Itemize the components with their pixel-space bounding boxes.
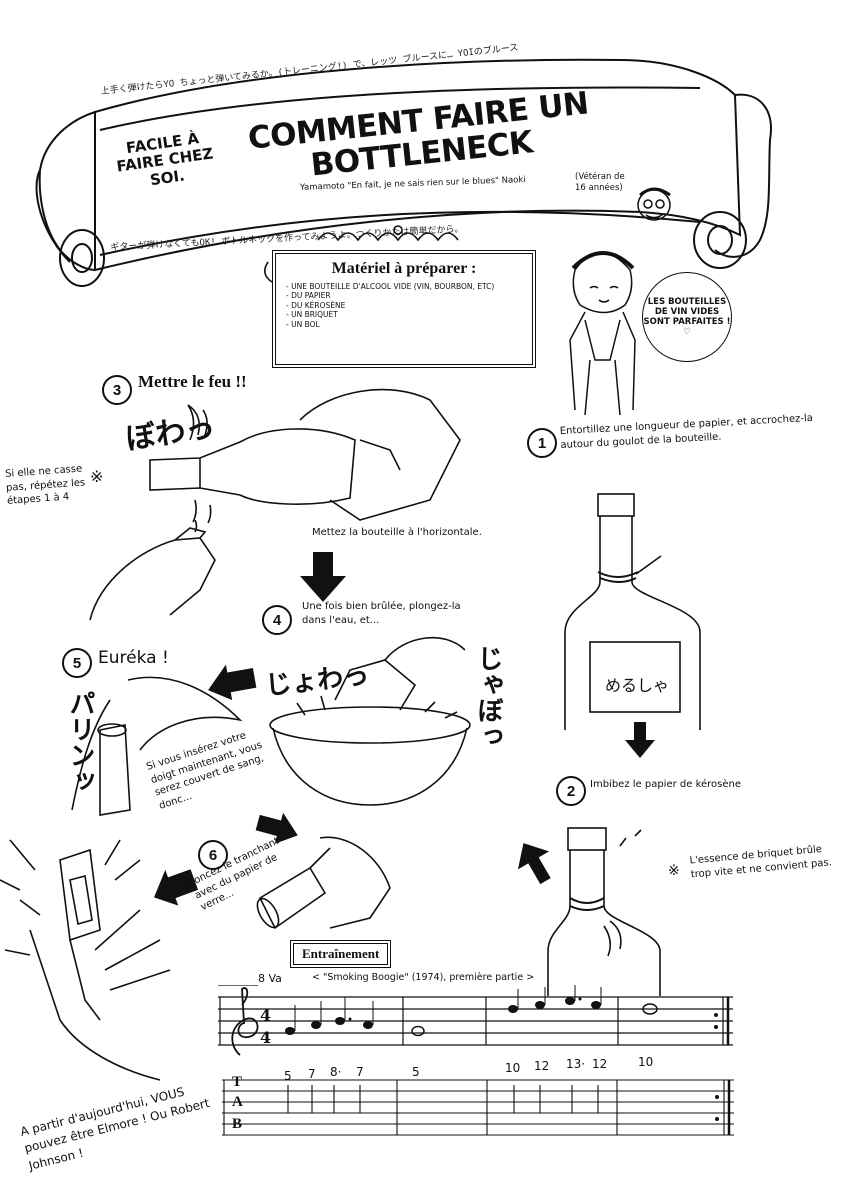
training-title: Entraînement: [290, 940, 392, 968]
materials-box: Matériel à préparer : - Une bouteille d'…: [272, 250, 536, 368]
step-6-badge: 6: [198, 840, 228, 870]
sfx-jabo: じゃぼっ: [473, 645, 503, 749]
step-2-text: Imbibez le papier de kérosène: [590, 779, 742, 790]
repeat-note: Si elle ne casse pas, répétez les étapes…: [4, 463, 86, 507]
tab-letter-t: T: [232, 1074, 243, 1090]
arrow-left-icon: [208, 664, 257, 700]
svg-text:4: 4: [260, 1028, 271, 1047]
tab-number: 10: [638, 1055, 654, 1069]
broken-bottle-illustration: [71, 676, 243, 816]
step-5-title: Euréka !: [98, 648, 169, 668]
tab-number: 13·: [566, 1057, 586, 1071]
step-1-badge: 1: [527, 428, 557, 458]
tab-letter-a: A: [232, 1094, 243, 1110]
materials-list: - Une bouteille d'alcool vide (vin, bour…: [286, 282, 522, 329]
tab-number: 5: [284, 1069, 292, 1083]
step-3-title: Mettre le feu !!: [138, 372, 247, 391]
svg-text:4: 4: [260, 1006, 271, 1025]
list-item: - Un bol: [286, 319, 320, 329]
step-4-badge: 4: [262, 605, 292, 635]
tab-number: 12: [592, 1057, 608, 1071]
tab-number: 10: [505, 1061, 521, 1075]
octave-marker: 8 Va: [258, 972, 282, 985]
wine-bottle-illustration: [547, 827, 661, 996]
tab-number: 5: [412, 1065, 420, 1079]
arrow-up-icon: [517, 843, 551, 885]
bottle-label-text: めるしゃ: [605, 676, 670, 695]
step-3-badge: 3: [102, 375, 132, 405]
bowl-illustration: [269, 636, 471, 806]
sanding-illustration: [256, 836, 391, 930]
tab-number: 7: [356, 1065, 364, 1079]
lighter-note: L'essence de briquet brûle trop vite et …: [689, 844, 833, 880]
tab-number: 7: [308, 1067, 316, 1081]
lighter-hand-illustration: [89, 520, 216, 621]
tab-number: 8·: [330, 1065, 342, 1079]
tab-letter-b: B: [232, 1116, 243, 1132]
list-item: - Du papier: [286, 291, 331, 301]
wine-bottle-illustration: [564, 493, 701, 730]
burning-bottle-illustration: [149, 388, 461, 524]
music-staff: 4 4: [218, 985, 733, 1056]
list-item: - Un briquet: [286, 310, 338, 320]
repeat-mark: ※: [90, 467, 104, 486]
materials-title: Matériel à préparer :: [331, 260, 477, 277]
arrow-down-icon: [625, 722, 655, 758]
tab-number: 12: [534, 1059, 550, 1073]
author-avatar: [637, 187, 671, 221]
arrow-down-icon: [300, 552, 346, 602]
girl-illustration: [569, 251, 636, 416]
step-3-caption: Mettez la bouteille à l'horizontale.: [312, 527, 482, 538]
song-title: < "Smoking Boogie" (1974), première part…: [312, 972, 535, 983]
step-2-badge: 2: [556, 776, 586, 806]
closing-text: A partir d'aujourd'hui, VOUS pouvez être…: [18, 1084, 211, 1173]
speech-bubble: Les bouteilles de vin vides sont parfait…: [642, 272, 732, 362]
step-4-text: Une fois bien brûlée, plongez-la dans l'…: [302, 601, 461, 626]
step-5-badge: 5: [62, 648, 92, 678]
banner-scroll: [35, 58, 772, 287]
arrow-left-icon: [154, 869, 198, 906]
lighter-mark: ※: [668, 863, 680, 879]
list-item: - Du kérosène: [286, 300, 346, 310]
arrow-right-icon: [255, 812, 298, 844]
author-note: (Vétéran de 16 années): [575, 172, 625, 194]
list-item: - Une bouteille d'alcool vide (vin, bour…: [286, 282, 495, 291]
guitar-tab-staff: [222, 1079, 734, 1136]
hand-with-slide-illustration: [0, 839, 171, 1081]
